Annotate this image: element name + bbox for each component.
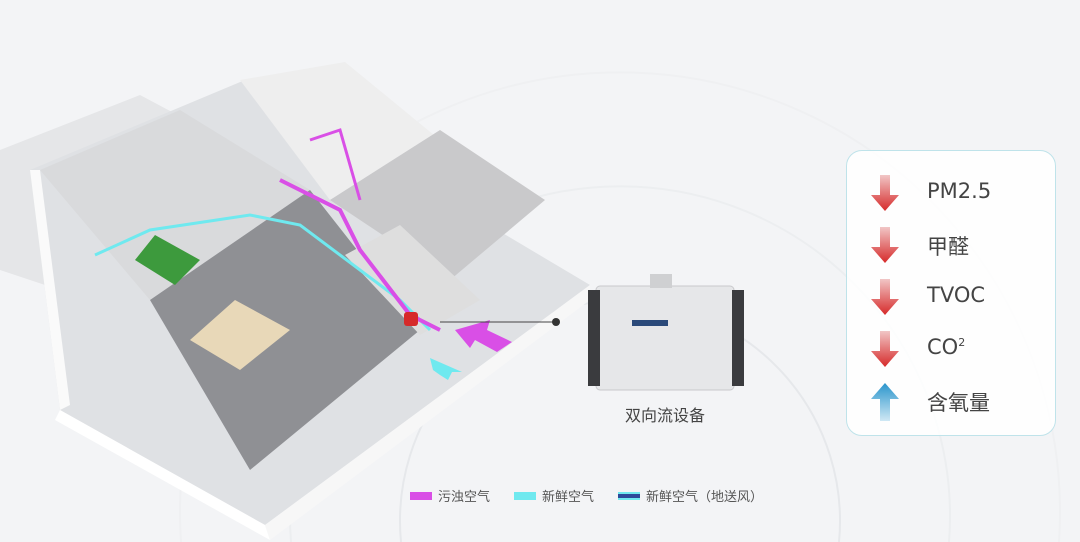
benefit-co2: CO2 [847,327,1055,367]
benefit-oxygen: 含氧量 [847,379,1055,421]
legend-item-fresh-air: 新鲜空气 [514,486,594,505]
legend-item-dirty-air: 污浊空气 [410,486,490,505]
benefit-formaldehyde: 甲醛 [847,223,1055,263]
device-label: 双向流设备 [624,406,705,425]
arrow-down-icon [871,279,899,315]
arrow-down-icon [871,175,899,211]
legend-swatch [410,491,432,500]
legend: 污浊空气 新鲜空气 新鲜空气（地送风） [410,486,763,505]
arrow-down-icon [871,227,899,263]
arrow-down-icon [871,331,899,367]
legend-swatch [618,491,641,500]
air-quality-benefits-panel: PM2.5 甲醛 TVOC CO2 含氧量 [846,150,1056,436]
legend-item-fresh-air-floor: 新鲜空气（地送风） [618,486,763,505]
two-way-flow-device [588,274,744,391]
arrow-up-icon [871,383,899,421]
benefit-tvoc: TVOC [847,275,1055,315]
benefit-pm25: PM2.5 [847,171,1055,211]
legend-swatch [514,491,537,500]
